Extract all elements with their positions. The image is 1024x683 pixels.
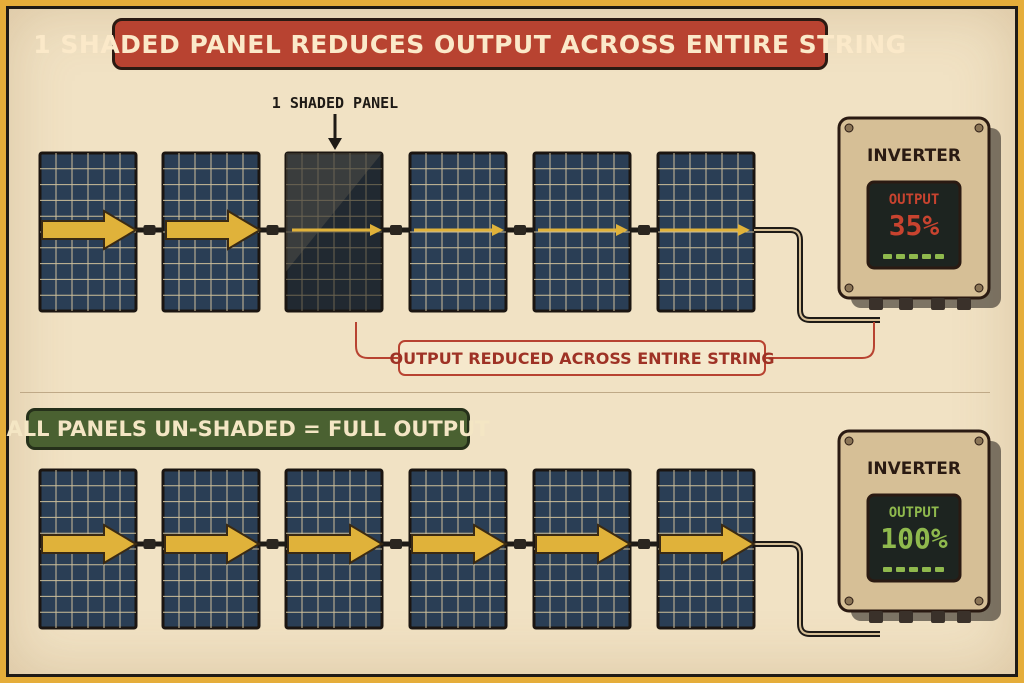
cable-gland [931,298,945,310]
screw [974,283,984,293]
inverter-screen [866,493,962,583]
cable-gland [957,611,971,623]
reduced-bracket-left [355,322,398,359]
screw [844,596,854,606]
bottom-banner: ALL PANELS UN-SHADED = FULL OUTPUT [7,408,490,450]
shaded-panel-label: 1 SHADED PANEL [271,94,399,112]
inverter-output-value-top: 35% [888,209,940,242]
arrow-right-icon [411,523,508,565]
wire-connector [143,225,156,235]
arrow-right-icon [535,523,632,565]
cable-gland [957,298,971,310]
wire-connector [266,225,279,235]
screw [844,436,854,446]
status-led [922,567,931,572]
arrow-right-icon [164,523,261,565]
status-led [909,567,918,572]
inverter-icon [837,116,1001,310]
wire-connector [143,539,156,549]
reduced-bracket-right [766,322,875,359]
cable-gland [869,611,883,623]
status-led [896,567,905,572]
cable-gland [899,611,913,623]
inverter-screen [866,180,962,270]
thin-arrow-head [370,224,382,236]
arrow-right-icon [165,209,262,251]
solar-panel-icon [408,151,508,313]
status-led [935,254,944,259]
status-led [883,567,892,572]
wire-connector [390,225,402,235]
inverter-output-value-bottom: 100% [880,522,948,555]
wire-connector [390,539,402,549]
inverter-title-bottom: INVERTER [867,459,961,479]
cable-gland [869,298,883,310]
inverter-icon [837,429,1001,623]
wire-connector [514,539,526,549]
inverter-output-label-bottom: OUTPUT [888,505,940,521]
solar-panel-icon [532,151,632,313]
arrow-right-icon [287,523,384,565]
status-led [909,254,918,259]
screw [844,283,854,293]
solar-panel-shaded-icon [284,151,384,313]
thin-arrow-head [492,224,504,236]
wire-connector [638,539,650,549]
inverter-title-top: INVERTER [867,146,961,166]
inverter-output-label-top: OUTPUT [888,192,940,208]
status-led [883,254,892,259]
screw [974,436,984,446]
status-led [896,254,905,259]
thin-arrow-head [738,224,750,236]
status-led [922,254,931,259]
arrow-right-icon [41,209,138,251]
wire-connector [638,225,650,235]
screw [974,123,984,133]
wire-connector [266,539,279,549]
screw [974,596,984,606]
wire-connector [514,225,526,235]
cable-gland [899,298,913,310]
panel-shade-highlight [286,153,382,272]
panel-shade [286,153,382,311]
inverter-cable-highlight [754,543,880,635]
down-arrow-icon [328,138,342,150]
output-reduced-label: OUTPUT REDUCED ACROSS ENTIRE STRING [390,340,774,376]
top-banner: 1 SHADED PANEL REDUCES OUTPUT ACROSS ENT… [33,18,906,70]
panels-layer [38,114,1001,637]
screw [844,123,854,133]
section-divider [20,392,990,393]
arrow-right-icon [41,523,138,565]
thin-arrow-head [616,224,628,236]
arrow-right-icon [659,523,756,565]
cable-gland [931,611,945,623]
inverter-cable-highlight [754,229,880,321]
status-led [935,567,944,572]
